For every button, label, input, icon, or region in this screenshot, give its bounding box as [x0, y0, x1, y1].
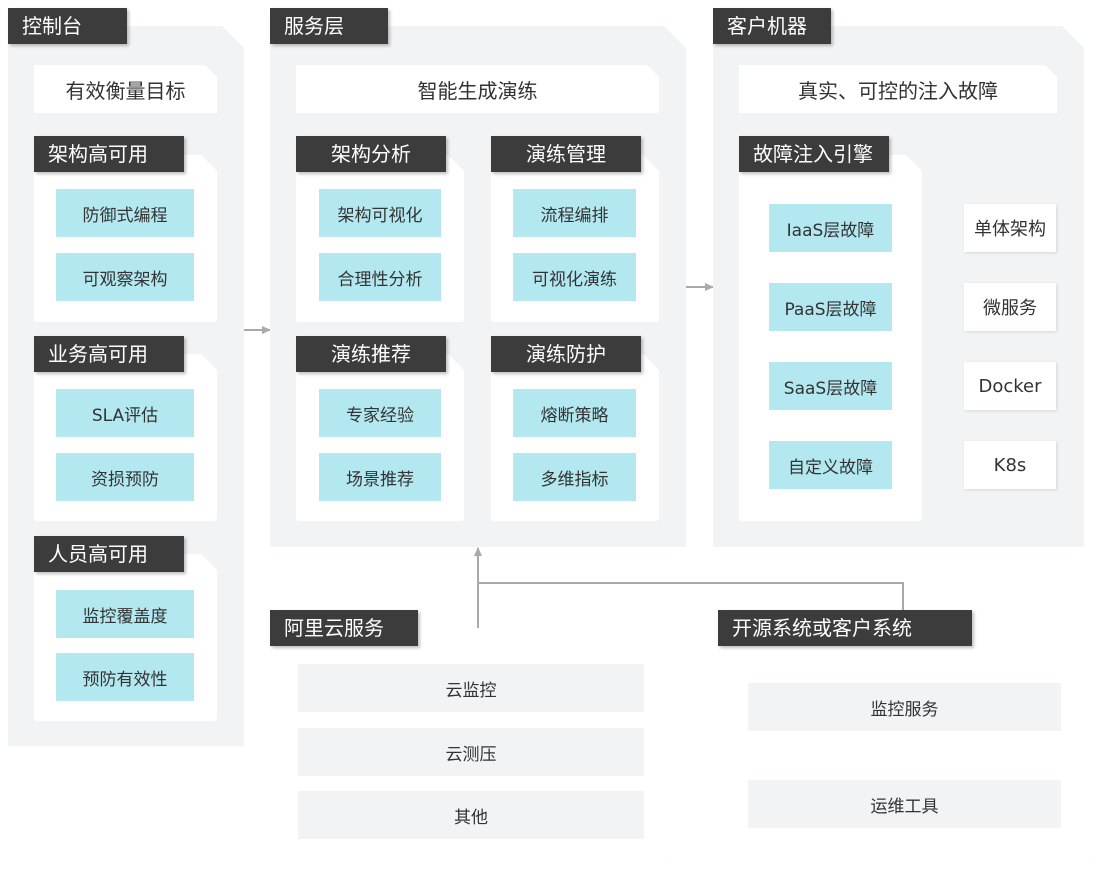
opensource-item: 运维工具 — [748, 780, 1061, 828]
service-group-drill-protection-title: 演练防护 — [491, 336, 641, 372]
console-item: 预防有效性 — [56, 653, 194, 701]
service-item: 流程编排 — [513, 189, 636, 237]
service-item: 专家经验 — [319, 389, 441, 437]
service-item: 熔断策略 — [513, 389, 636, 437]
console-item: 监控覆盖度 — [56, 590, 194, 638]
console-item: SLA评估 — [56, 389, 194, 437]
service-item: 多维指标 — [513, 453, 636, 501]
service-item: 场景推荐 — [319, 453, 441, 501]
fault-type-item: IaaS层故障 — [769, 204, 892, 252]
fault-engine-title: 故障注入引擎 — [739, 136, 889, 172]
aliyun-item: 其他 — [298, 791, 644, 839]
service-group-drill-management-title: 演练管理 — [491, 136, 641, 172]
aliyun-item: 云测压 — [298, 728, 644, 776]
aliyun-item: 云监控 — [298, 664, 644, 712]
opensource-tag: 开源系统或客户系统 — [718, 610, 972, 646]
service-group-arch-analysis-title: 架构分析 — [296, 136, 446, 172]
service-tag: 服务层 — [270, 8, 388, 44]
opensource-item: 监控服务 — [748, 683, 1061, 731]
target-item: 微服务 — [964, 283, 1056, 331]
console-item: 可观察架构 — [56, 253, 194, 301]
console-group-business-title: 业务高可用 — [34, 336, 184, 372]
console-group-architecture-title: 架构高可用 — [34, 136, 184, 172]
service-item: 合理性分析 — [319, 253, 441, 301]
client-tag: 客户机器 — [713, 8, 831, 44]
console-item: 资损预防 — [56, 453, 194, 501]
client-goal: 真实、可控的注入故障 — [739, 65, 1057, 113]
target-item: Docker — [964, 362, 1056, 410]
console-item: 防御式编程 — [56, 189, 194, 237]
service-group-drill-recommend-title: 演练推荐 — [296, 336, 446, 372]
service-goal: 智能生成演练 — [296, 65, 659, 113]
aliyun-tag: 阿里云服务 — [270, 610, 418, 646]
service-item: 可视化演练 — [513, 253, 636, 301]
service-item: 架构可视化 — [319, 189, 441, 237]
target-item: 单体架构 — [964, 204, 1056, 252]
line-opensource-join — [478, 582, 904, 615]
target-item: K8s — [964, 441, 1056, 489]
console-group-people-title: 人员高可用 — [34, 536, 184, 572]
console-tag: 控制台 — [8, 8, 127, 44]
fault-type-item: PaaS层故障 — [769, 283, 892, 331]
fault-type-item: SaaS层故障 — [769, 362, 892, 410]
console-goal: 有效衡量目标 — [34, 65, 217, 113]
fault-type-item: 自定义故障 — [769, 441, 892, 489]
